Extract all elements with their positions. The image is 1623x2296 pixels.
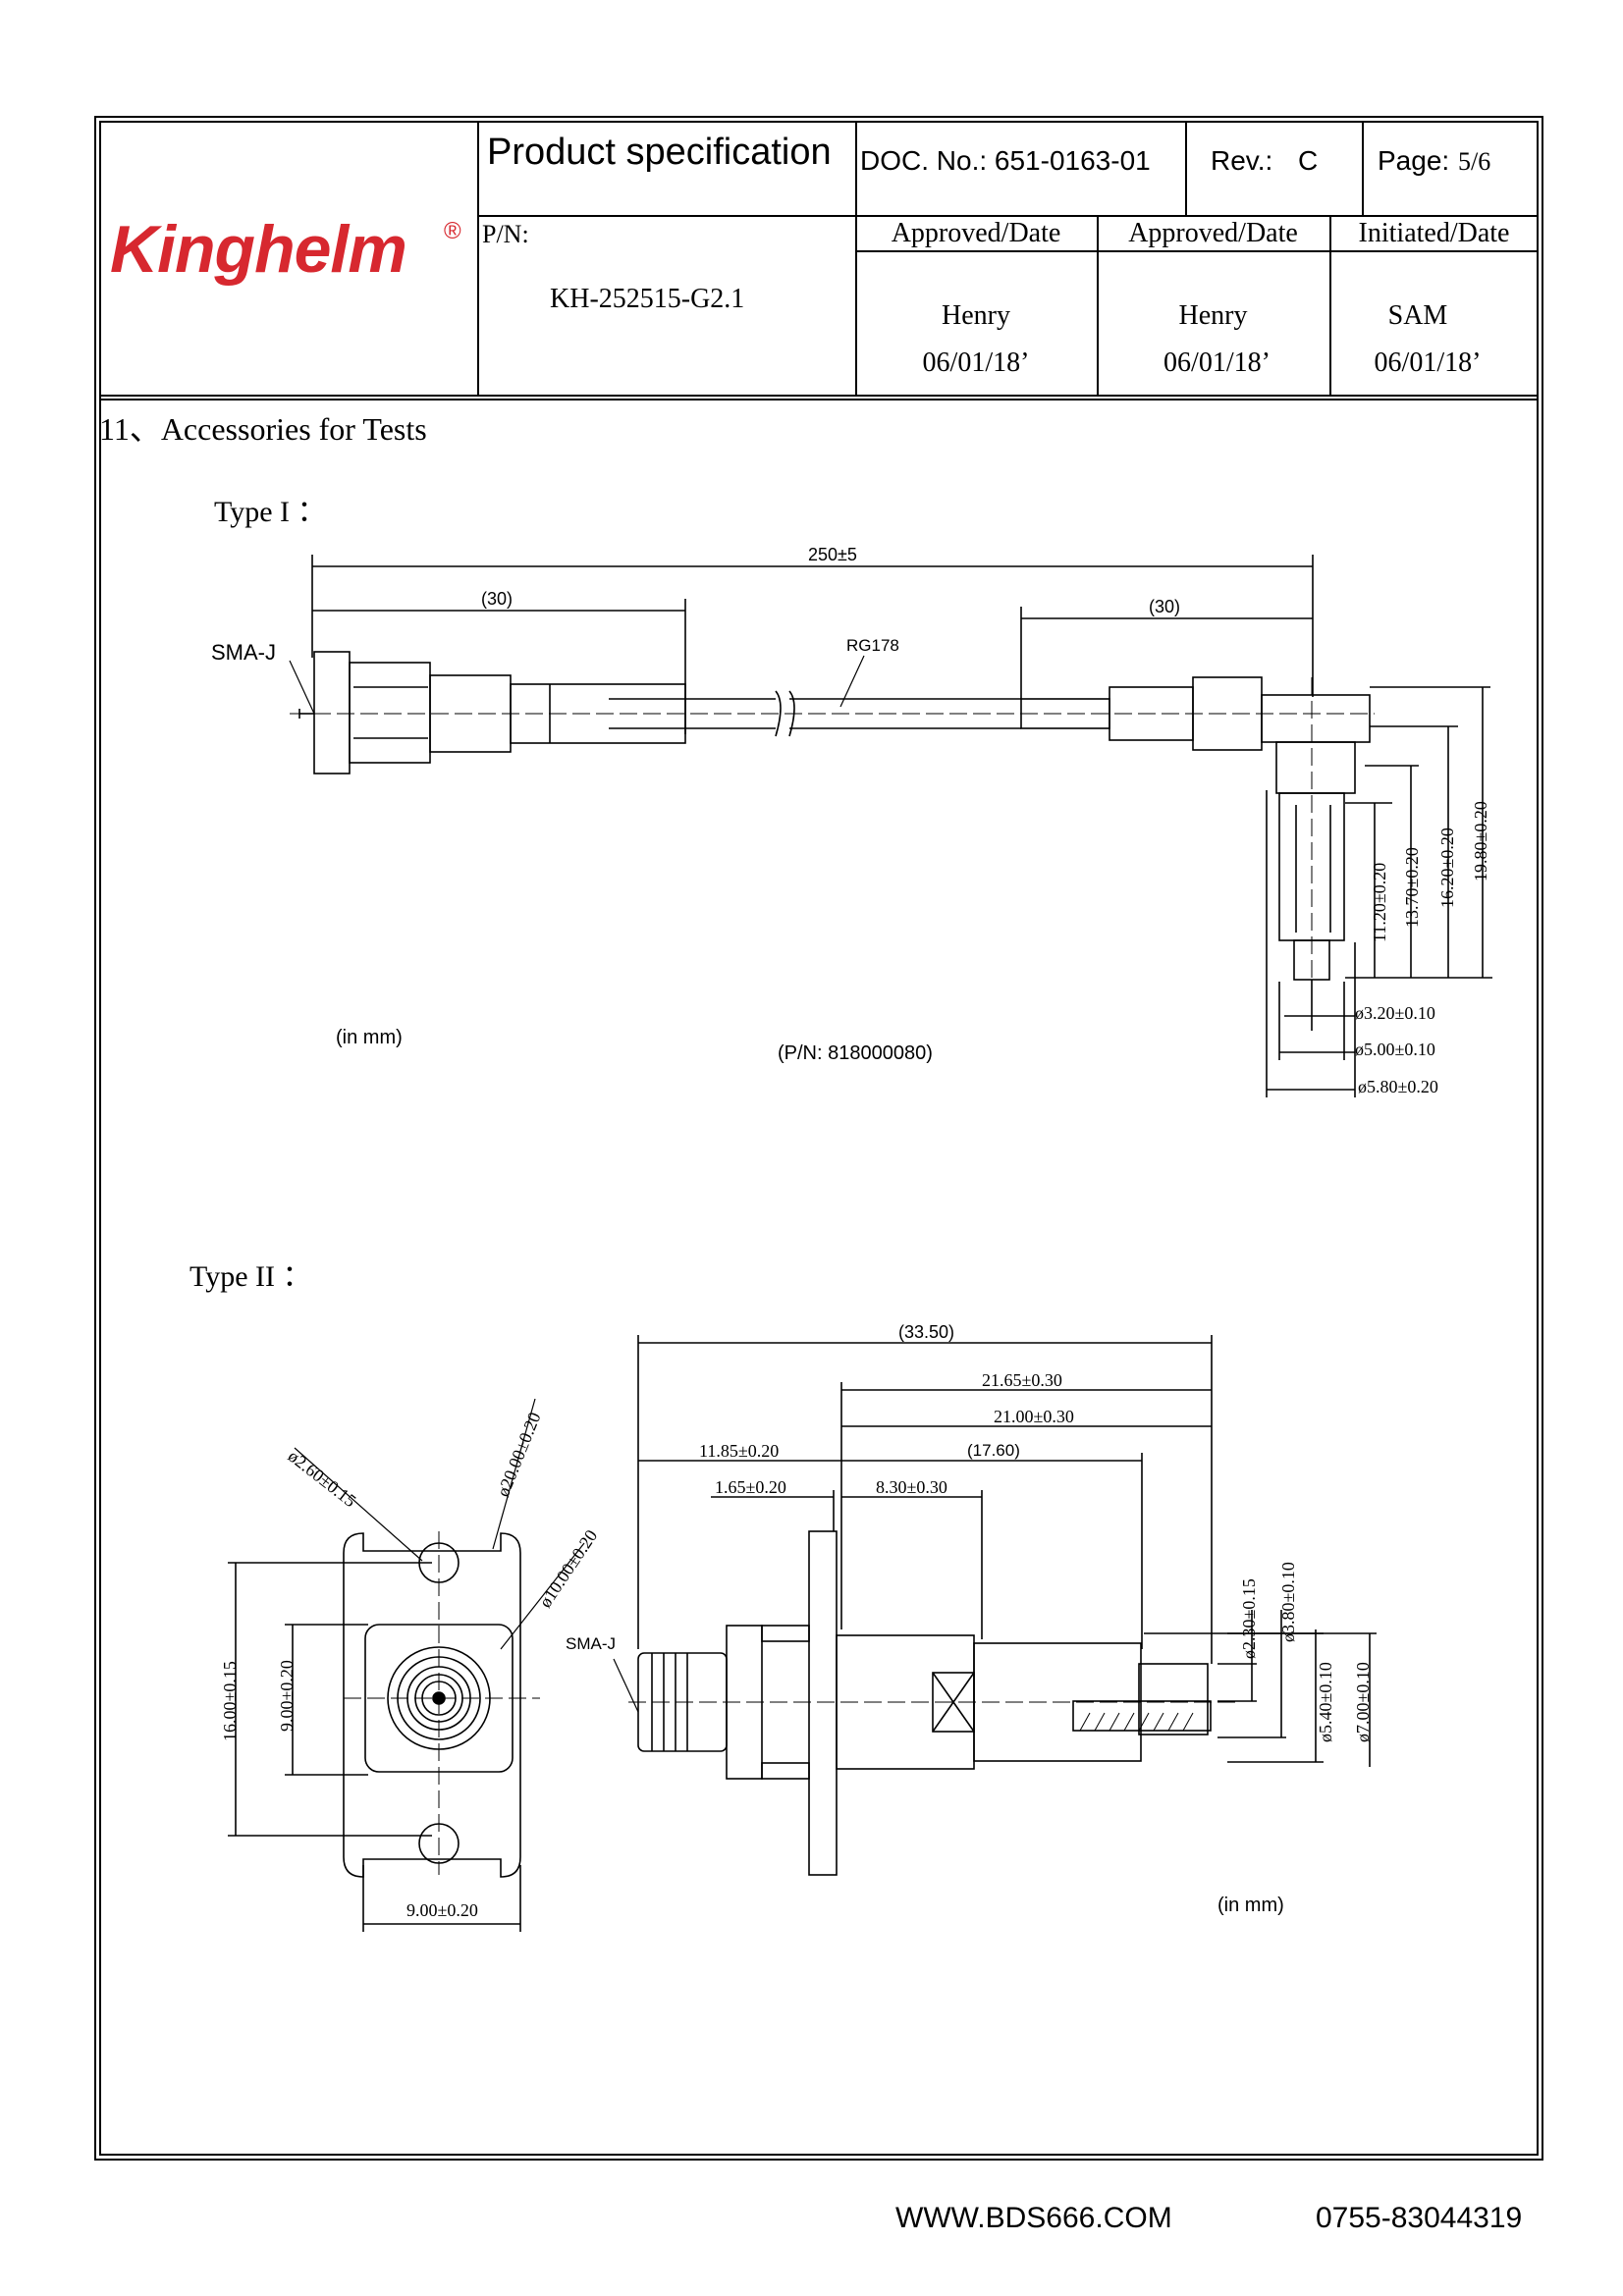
type2-connector-label: SMA-J [566, 1634, 616, 1653]
type1-label: Type I ： [214, 496, 327, 528]
type2-dim-21-65: 21.65±0.30 [982, 1370, 1062, 1390]
pn-value: KH-252515-G2.1 [550, 284, 745, 314]
header-bottom-line [99, 395, 1539, 397]
type2-pin-dia-4: ø7.00±0.10 [1353, 1662, 1373, 1742]
type2-dim-11-85: 11.85±0.20 [699, 1441, 780, 1461]
type2-overall-dim: (33.50) [898, 1322, 955, 1342]
page-frame-inner [99, 121, 1539, 2156]
page-number: 5/6 [1458, 147, 1491, 176]
type2-body-height: 9.00±0.20 [277, 1660, 297, 1732]
header-divider [1329, 215, 1331, 397]
type1-left-length: (30) [481, 589, 514, 609]
header-divider [477, 121, 479, 397]
approval-head-1: Approved/Date [891, 218, 1061, 248]
type2-dim-1-65: 1.65±0.20 [715, 1477, 786, 1497]
type2-width: 9.00±0.20 [406, 1900, 478, 1920]
header-divider [1185, 121, 1187, 215]
footer-website[interactable]: WWW.BDS666.COM [895, 2202, 1172, 2234]
header-row-line [477, 215, 1539, 217]
type1-diameter-3: ø5.80±0.20 [1358, 1077, 1438, 1096]
pn-label: P/N: [482, 220, 529, 248]
type1-cable-label: RG178 [846, 636, 899, 655]
doc-title: Product specification [487, 132, 832, 173]
type1-units: (in mm) [336, 1027, 403, 1048]
type2-dim-21-00: 21.00±0.30 [994, 1407, 1074, 1426]
rev-label: Rev.: [1211, 145, 1273, 176]
header-row-line [855, 250, 1539, 252]
approver-1-date: 06/01/18’ [922, 347, 1030, 378]
approver-1-name: Henry [942, 300, 1010, 331]
page-frame [94, 116, 1543, 2161]
type2-pin-dia-1: ø2.30±0.15 [1239, 1578, 1259, 1659]
type1-diameter-1: ø3.20±0.10 [1355, 1003, 1435, 1023]
type1-right-length: (30) [1149, 597, 1181, 616]
type2-dim-17-60: (17.60) [967, 1441, 1020, 1460]
header-divider [855, 121, 857, 397]
company-logo: Kinghelm [110, 212, 407, 287]
type2-units: (in mm) [1217, 1895, 1284, 1916]
header-divider [1362, 121, 1364, 215]
type1-diameter-2: ø5.00±0.10 [1355, 1040, 1435, 1059]
type1-part-number: (P/N: 818000080) [778, 1042, 933, 1064]
type2-flange-height: 16.00±0.15 [220, 1661, 240, 1741]
registered-mark: ® [444, 218, 461, 244]
type2-label: Type II ： [189, 1260, 312, 1293]
approval-head-2: Approved/Date [1128, 218, 1298, 248]
header-divider [1097, 215, 1099, 397]
type1-overall-dim: 250±5 [808, 545, 857, 564]
approver-2-date: 06/01/18’ [1163, 347, 1271, 378]
type2-pin-dia-2: ø3.80±0.10 [1278, 1562, 1298, 1642]
type1-connector-label: SMA-J [211, 640, 276, 665]
page-label: Page: [1378, 145, 1450, 176]
footer-phone: 0755-83044319 [1316, 2202, 1523, 2234]
initiator-name: SAM [1387, 300, 1448, 331]
initiator-date: 06/01/18’ [1374, 347, 1482, 378]
type2-dim-8-30: 8.30±0.30 [876, 1477, 947, 1497]
initiated-head: Initiated/Date [1358, 218, 1510, 248]
type2-pin-dia-3: ø5.40±0.10 [1316, 1662, 1335, 1742]
doc-number: DOC. No.: 651-0163-01 [860, 145, 1151, 176]
header-bottom-line-2 [99, 399, 1539, 400]
section-heading: 11、Accessories for Tests [99, 411, 427, 447]
approver-2-name: Henry [1178, 300, 1248, 331]
rev-value: C [1298, 145, 1319, 176]
